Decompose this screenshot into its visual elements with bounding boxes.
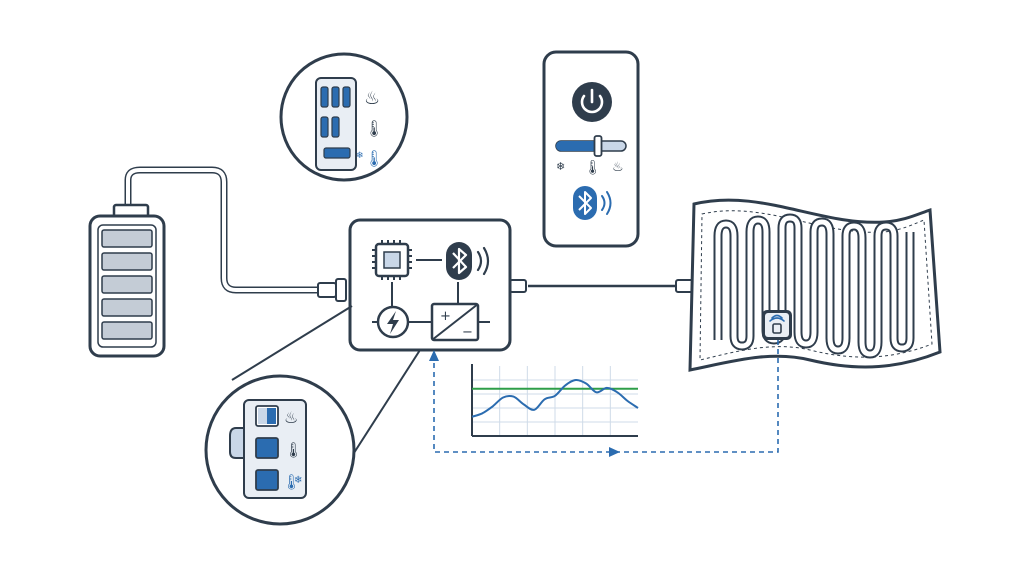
mode-button-cool (255, 469, 279, 491)
led-bar (320, 116, 329, 138)
battery-cell (101, 321, 153, 340)
snowflake-icon: ❄ (294, 475, 302, 486)
smartphone: ❄ 🌡 ♨ (542, 50, 640, 248)
heating-pad (688, 198, 942, 372)
power-icon[interactable] (572, 82, 612, 122)
feedback-arrow-left (609, 447, 620, 457)
feedback-loop (433, 340, 779, 453)
controller-unit: + − (348, 218, 512, 352)
chart-series-line (471, 378, 639, 418)
dc-dc-converter-icon: + − (430, 302, 480, 342)
snowflake-icon: ❄ (356, 151, 364, 161)
temperature-slider-fill (556, 141, 598, 151)
callout-leader (231, 305, 353, 381)
thermometer-icon: 🌡 (364, 149, 384, 168)
battery-pack-icon (88, 203, 166, 358)
thermometer-icon: 🌡 (282, 473, 301, 491)
bluetooth-icon (446, 242, 490, 280)
thermometer-icon: 🌡 (364, 119, 384, 138)
lightning-icon (376, 305, 410, 339)
cpu-chip-icon (372, 240, 412, 280)
battery-cell (101, 252, 153, 271)
callout-leader (351, 349, 421, 457)
led-bar (342, 86, 351, 108)
bluetooth-icon[interactable] (573, 186, 612, 220)
mode-button-temp (255, 437, 279, 459)
thermometer-icon: 🌡 (584, 160, 602, 176)
battery-cell (101, 275, 153, 294)
plus-sign: + (440, 309, 451, 324)
temperature-slider-thumb[interactable] (593, 135, 603, 157)
indicator-callout-bottom: ♨ 🌡 🌡 ❄ (204, 374, 356, 526)
usb-plug-icon (317, 278, 347, 302)
indicator-callout-top: ♨ 🌡 ❄ 🌡 (279, 52, 409, 182)
battery-cell (101, 229, 153, 248)
feedback-arrow-up (429, 350, 439, 361)
wireless-sensor-icon (762, 310, 792, 340)
led-bar (331, 116, 340, 138)
temperature-chart (471, 364, 639, 437)
led-bar (320, 86, 329, 108)
snowflake-icon: ❄ (556, 160, 565, 173)
battery-cell (101, 298, 153, 317)
heat-waves-icon: ♨ (284, 408, 298, 427)
heat-waves-icon: ♨ (364, 88, 380, 109)
led-bar (323, 147, 351, 159)
minus-sign: − (462, 325, 473, 340)
thermometer-icon: 🌡 (284, 441, 303, 459)
led-bar (331, 86, 340, 108)
heat-waves-icon: ♨ (612, 160, 624, 175)
